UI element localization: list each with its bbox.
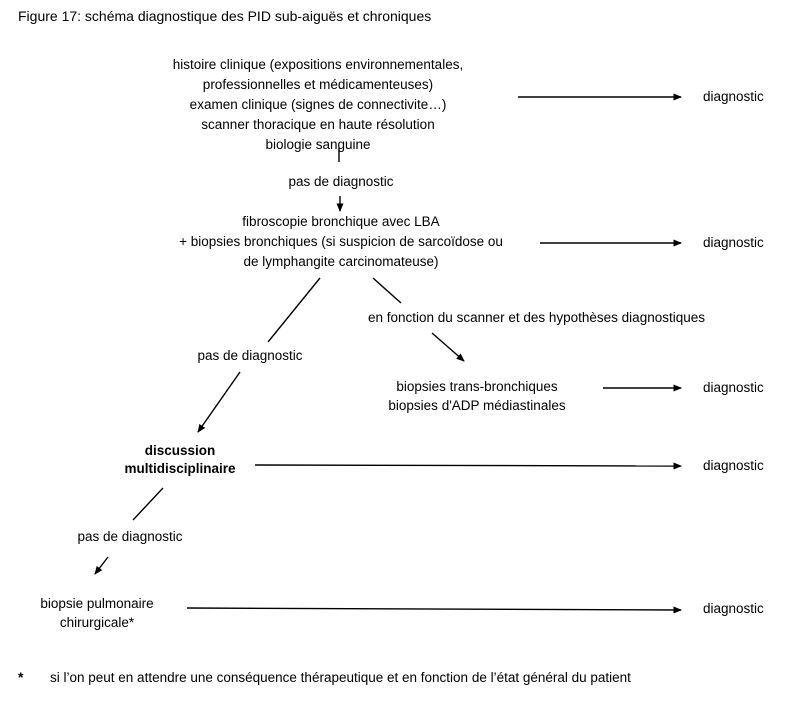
arrow-no-diagnosis-to-surgical-biopsy <box>94 556 109 575</box>
label-no-diagnosis-2: pas de diagnostic <box>197 348 303 363</box>
label-diagnostic-4: diagnostic <box>703 458 764 473</box>
node-line: scanner thoracique en haute résolution <box>201 117 435 132</box>
label-diagnostic-2: diagnostic <box>703 235 764 250</box>
arrow-discussion-to-diagnostic <box>254 462 682 470</box>
node-line: biopsie pulmonaire <box>40 596 154 611</box>
node-surgical-biopsy: biopsie pulmonaire chirurgicale* <box>40 594 153 632</box>
connector-discussion-to-no-diagnosis <box>132 487 164 521</box>
label-no-diagnosis-3: pas de diagnostic <box>77 529 183 544</box>
node-line: fibroscopie bronchique avec LBA <box>242 214 440 229</box>
node-line: discussion <box>144 443 216 458</box>
arrow-condition-to-transbronchial <box>431 332 465 362</box>
label-diagnostic-5: diagnostic <box>703 601 764 616</box>
node-line: biopsies d'ADP médiastinales <box>388 398 566 413</box>
node-line: multidisciplinaire <box>124 461 236 476</box>
node-line: examen clinique (signes de connectivite…… <box>189 97 447 112</box>
node-multidisciplinary-discussion: discussion multidisciplinaire <box>124 442 235 478</box>
node-initial-workup: histoire clinique (expositions environne… <box>173 55 463 155</box>
node-line: biopsies trans-bronchiques <box>396 379 558 394</box>
arrow-surgical-biopsy-to-diagnostic <box>186 606 682 614</box>
figure-title: Figure 17: schéma diagnostique des PID s… <box>18 8 432 24</box>
node-line: biologie sanguine <box>265 137 371 152</box>
node-line: + biopsies bronchiques (si suspicion de … <box>179 234 503 249</box>
connector-bronchoscopy-to-no-diagnosis <box>267 277 321 343</box>
node-line: histoire clinique (expositions environne… <box>172 57 464 72</box>
node-line: professionnelles et médicamenteuses) <box>202 77 434 92</box>
node-line: chirurgicale* <box>59 615 135 630</box>
arrow-no-diagnosis-to-discussion <box>197 371 241 433</box>
footnote-text: si l’on peut en attendre une conséquence… <box>50 670 631 685</box>
connector-bronchoscopy-to-condition <box>372 277 402 304</box>
node-line: de lymphangite carcinomateuse) <box>243 254 439 269</box>
label-diagnostic-3: diagnostic <box>703 380 764 395</box>
node-transbronchial-biopsies: biopsies trans-bronchiques biopsies d'AD… <box>388 377 565 415</box>
label-diagnostic-1: diagnostic <box>703 89 764 104</box>
label-no-diagnosis-1: pas de diagnostic <box>288 174 394 189</box>
label-scanner-condition: en fonction du scanner et des hypothèses… <box>368 310 705 325</box>
footnote-asterisk: * <box>18 669 24 685</box>
node-bronchoscopy: fibroscopie bronchique avec LBA + biopsi… <box>179 212 503 272</box>
